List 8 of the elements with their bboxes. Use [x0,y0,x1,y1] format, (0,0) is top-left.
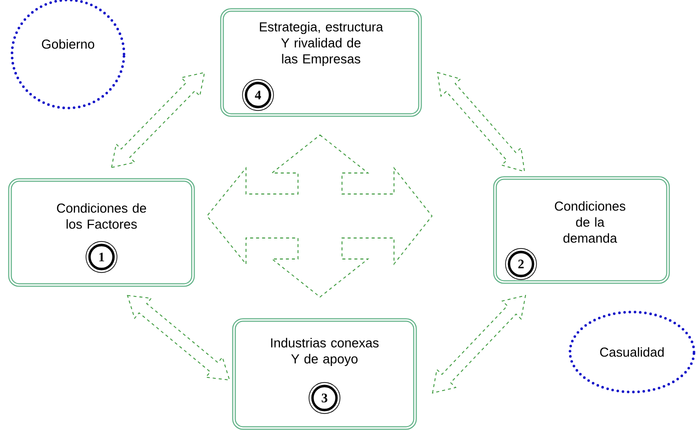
number-badge: 3 [308,382,340,414]
factor-box: Condiciones de los Factores 1 [8,178,195,287]
factor-box: Industrias conexas Y de apoyo 3 [232,318,417,430]
factor-box: Estrategia, estructura Y rivalidad de las Empresas 4 [220,8,422,117]
number-badge: 2 [505,248,537,280]
number-badge: 4 [242,79,274,111]
number-badge: 1 [86,241,118,273]
factor-box: Condiciones de la demanda 2 [493,176,670,284]
